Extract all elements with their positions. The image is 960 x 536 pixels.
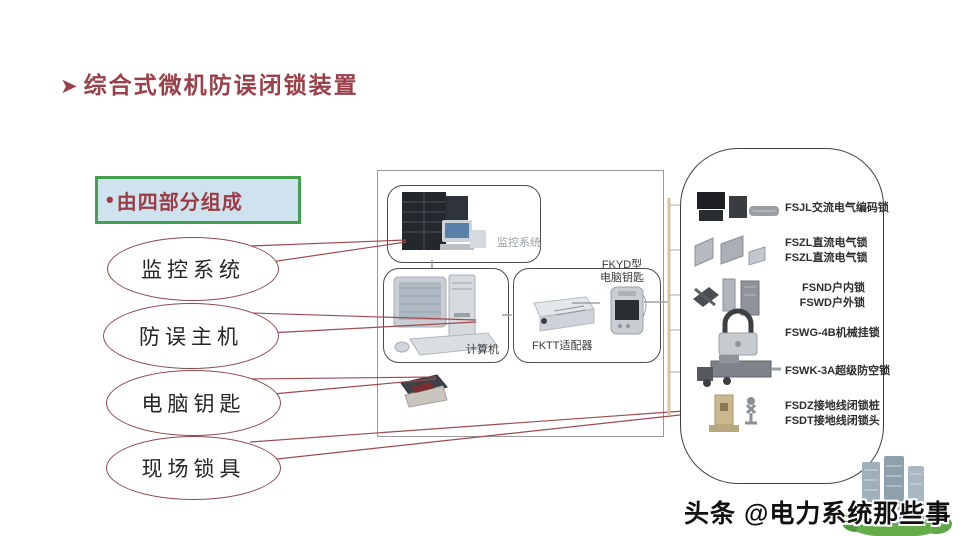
computer-label: 计算机	[466, 344, 499, 356]
fkyd-key-label: FKYD型 电脑钥匙	[600, 259, 644, 285]
lock-label: FSND户内锁	[802, 282, 865, 294]
computer-box: 计算机	[383, 268, 509, 363]
lock-label: FSDT接地线闭锁头	[785, 415, 880, 427]
lock-row-fswk: FSWK-3A超级防空锁	[689, 351, 890, 391]
lock-label: FSWK-3A超级防空锁	[785, 364, 891, 377]
lock-row-fsnd-fswd: FSND户内锁 FSWD户外锁	[689, 273, 875, 319]
lock-label: FSWG-4B机械挂锁	[785, 326, 880, 339]
field-locks-panel: FSJL交流电气编码锁 FSZL直流电气锁 FSZL直流电气锁	[680, 148, 890, 484]
lock-label: FSZL直流电气锁	[785, 252, 868, 264]
fkyd-key-label-line1: FKYD型	[601, 259, 643, 271]
monitoring-system-image	[402, 192, 486, 250]
fkyd-key-image	[610, 286, 647, 335]
buildings-image	[842, 456, 952, 536]
fktt-adapter-image	[533, 296, 595, 332]
monitoring-system-box: 监控系统	[387, 185, 541, 263]
bubble-label: 电脑钥匙	[141, 393, 246, 416]
bubble-label: 监控系统	[141, 259, 245, 282]
fswk-lock-image	[689, 351, 785, 391]
fszl-lock-image	[689, 230, 785, 272]
lock-label: FSWD户外锁	[799, 297, 865, 309]
lock-label: FSJL交流电气编码锁	[785, 201, 889, 214]
four-parts-label: 由四部分组成	[116, 191, 243, 214]
bubble-field-locks: 现场锁具	[106, 436, 281, 500]
fktt-adapter-label: FKTT适配器	[532, 340, 593, 352]
bubble-anti-error-host: 防误主机	[103, 303, 279, 369]
lock-label: FSZL直流电气锁	[785, 237, 868, 249]
fsjl-lock-image	[689, 184, 785, 232]
adapter-key-box: FKTT适配器	[513, 268, 661, 363]
bubble-computer-key: 电脑钥匙	[106, 370, 281, 436]
four-parts-box: • 由四部分组成	[95, 176, 301, 224]
monitoring-system-label: 监控系统	[497, 237, 541, 249]
lock-row-fszl: FSZL直流电气锁 FSZL直流电气锁	[689, 229, 875, 273]
system-diagram-frame: 监控系统 计算机	[377, 170, 664, 437]
fsdz-fsdt-lock-image	[689, 389, 785, 439]
key-base-image	[400, 374, 448, 408]
lock-label: FSDZ接地线闭锁桩	[785, 400, 880, 412]
arrow-right-icon: ➤	[60, 75, 80, 98]
page-title-text: 综合式微机防误闭锁装置	[83, 72, 359, 98]
lock-row-fsjl: FSJL交流电气编码锁	[689, 183, 889, 233]
watermark-text: 头条 @电力系统那些事	[684, 500, 952, 528]
bubble-label: 防误主机	[139, 326, 243, 349]
page-title: ➤综合式微机防误闭锁装置	[60, 66, 359, 100]
bubble-monitoring-system: 监控系统	[107, 237, 279, 301]
bubble-label: 现场锁具	[141, 458, 246, 481]
fsnd-fswd-lock-image	[689, 273, 785, 319]
fswg-padlock-image	[689, 307, 785, 359]
bullet-icon: •	[106, 187, 115, 212]
fkyd-key-label-line2: 电脑钥匙	[600, 272, 644, 284]
lock-row-fswg: FSWG-4B机械挂锁	[689, 307, 880, 359]
lock-row-fsdz-fsdt: FSDZ接地线闭锁桩 FSDT接地线闭锁头	[689, 389, 880, 439]
